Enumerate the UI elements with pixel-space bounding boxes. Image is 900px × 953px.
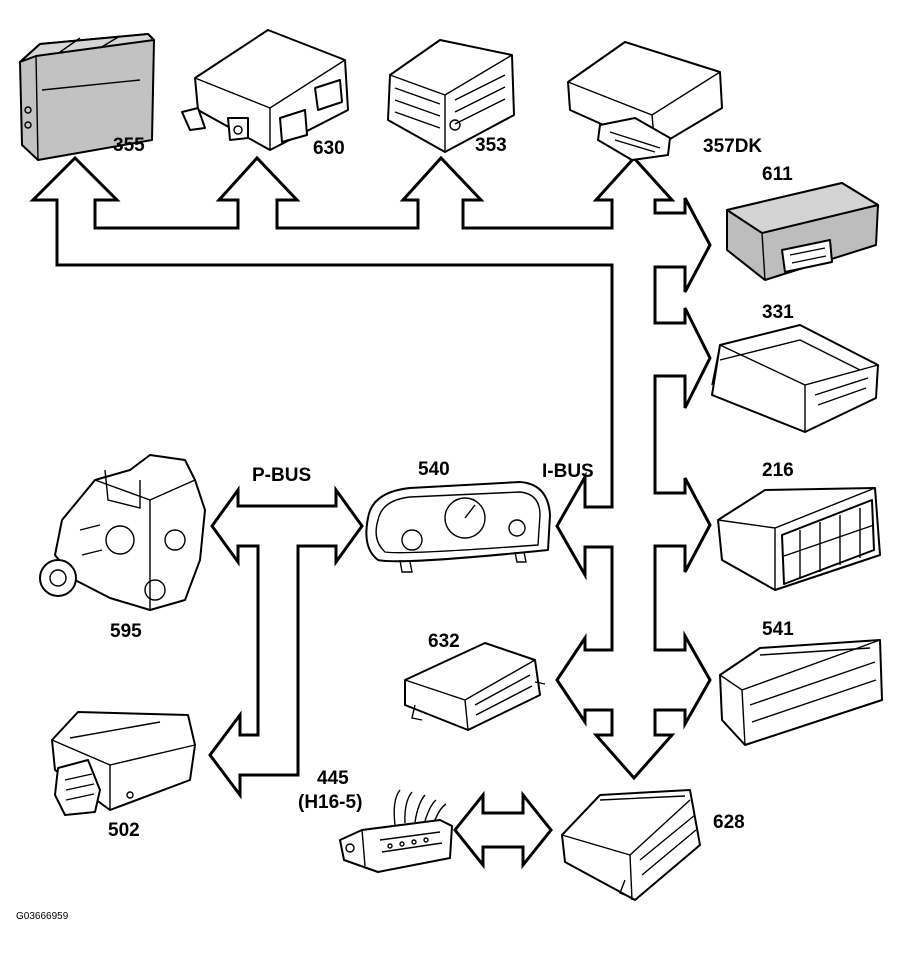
module-541-image [719,639,883,746]
label-611: 611 [762,164,793,185]
label-445-sub: (H16-5) [298,792,362,813]
label-353: 353 [475,135,507,156]
bus-arrows [29,155,712,870]
module-353-image [387,39,515,153]
label-628: 628 [713,812,745,833]
module-611-image [726,182,879,281]
module-216-image [717,487,881,591]
module-331-image [711,324,879,433]
figure-id: G03666959 [16,911,69,922]
module-632-image [404,642,546,731]
diagnostic-arrow [453,790,553,870]
module-628-image [561,789,701,901]
label-331: 331 [762,302,794,323]
module-595-image [39,454,206,611]
module-502-image [51,711,196,816]
label-i-bus: I-BUS [542,461,594,482]
label-216: 216 [762,460,794,481]
label-632: 632 [428,631,460,652]
label-357dk: 357DK [703,136,762,157]
label-540: 540 [418,459,450,480]
module-357dk-image [567,41,723,161]
label-595: 595 [110,621,142,642]
label-445: 445 [317,768,349,789]
module-540-image [365,481,551,573]
label-630: 630 [313,138,345,159]
arrow-to-355 [29,155,712,781]
label-355: 355 [113,135,145,156]
label-541: 541 [762,619,794,640]
module-355-image [19,33,155,161]
p-bus-arrow [208,485,364,800]
label-p-bus: P-BUS [252,465,311,486]
label-502: 502 [108,820,140,841]
module-445-image [339,789,453,873]
module-630-image [181,29,349,151]
